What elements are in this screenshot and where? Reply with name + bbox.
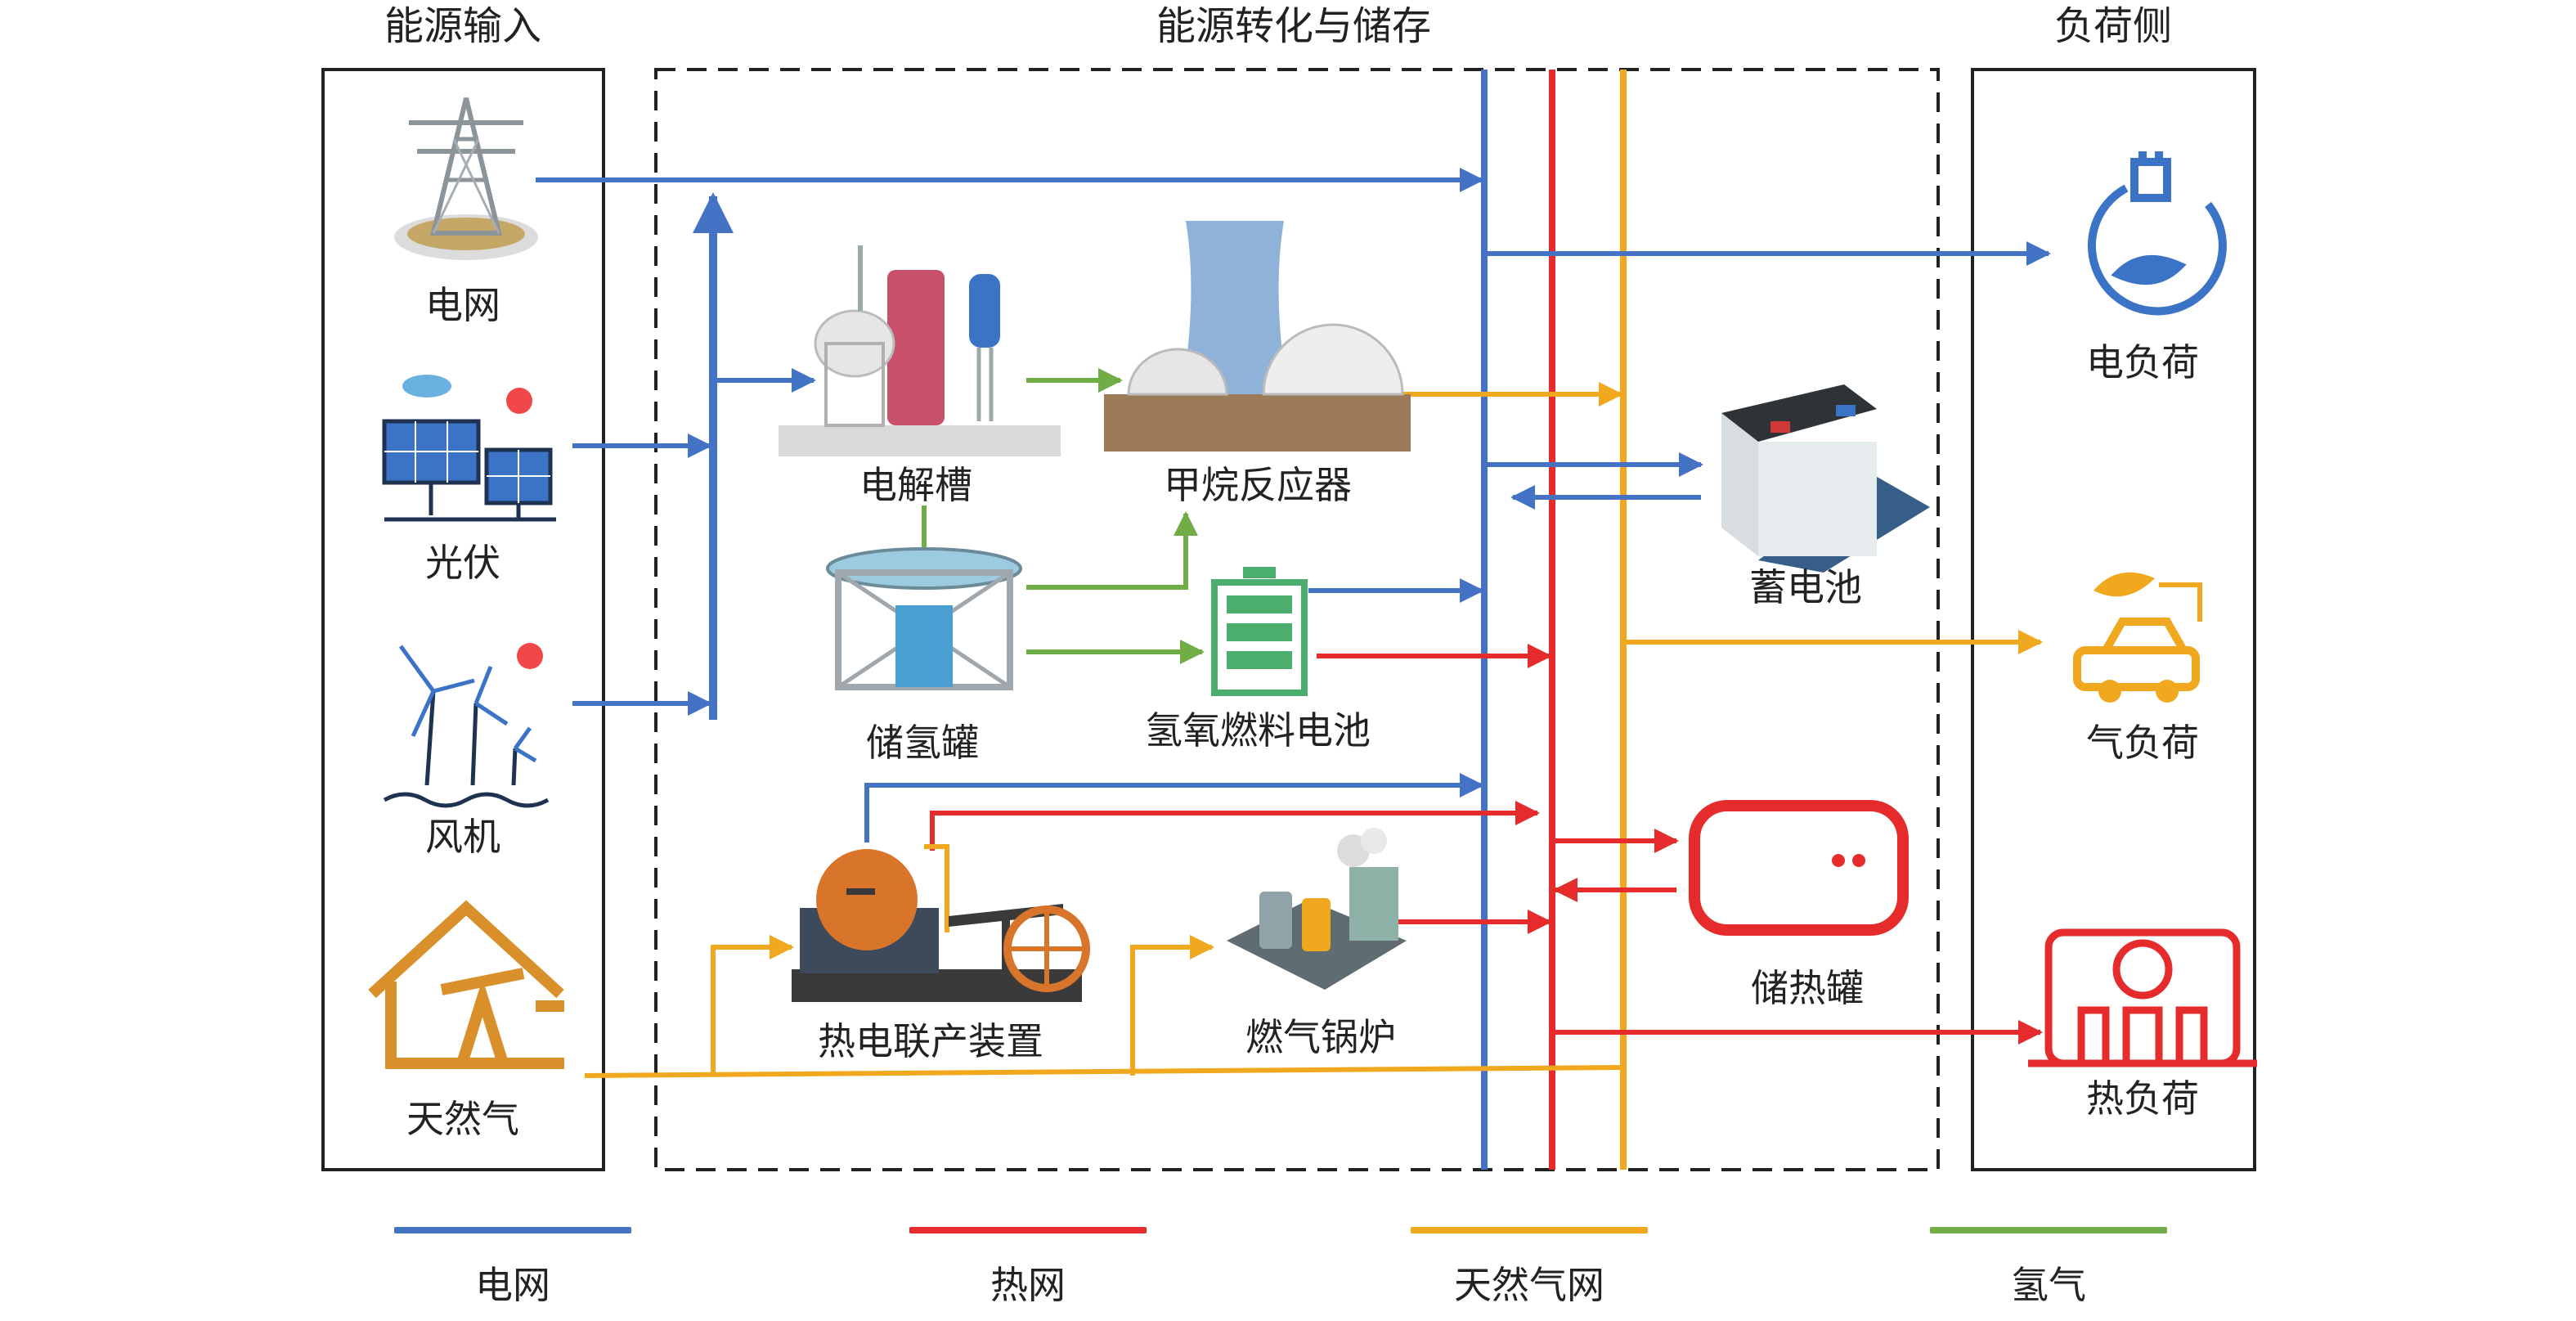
gas-load-label: 气负荷 xyxy=(2086,721,2199,765)
load-section-box xyxy=(1971,68,2256,1171)
methane-reactor-icon xyxy=(1104,221,1411,452)
electric-flows xyxy=(536,168,2051,842)
heat-storage-label: 储热罐 xyxy=(1751,966,1864,1010)
solar-panel-icon xyxy=(382,375,556,522)
legend-hydrogen-label: 氢气 xyxy=(2011,1263,2086,1307)
input-wind-label: 风机 xyxy=(425,815,500,859)
input-section-title: 能源输入 xyxy=(384,3,542,49)
legend-electric-line xyxy=(394,1227,631,1233)
gas-car-icon xyxy=(2073,572,2202,703)
input-section-box xyxy=(321,68,605,1171)
conversion-section-title: 能源转化与储存 xyxy=(1156,3,1432,49)
legend-hydrogen-line xyxy=(1930,1227,2167,1233)
gas-flows xyxy=(584,382,2043,1078)
input-grid-label: 电网 xyxy=(425,283,500,327)
hydrogen-flows xyxy=(912,368,1205,664)
power-tower-icon xyxy=(394,97,538,260)
wind-turbine-icon xyxy=(383,643,550,808)
electrolyzer-label: 电解槽 xyxy=(859,463,972,507)
heat-radiator-icon xyxy=(2028,928,2257,1067)
fuel-cell-battery-icon xyxy=(1211,567,1308,696)
conversion-section-box xyxy=(654,68,1940,1171)
battery-label: 蓄电池 xyxy=(1749,565,1862,609)
legend-heat-line xyxy=(909,1227,1147,1233)
load-section-title: 负荷侧 xyxy=(2053,3,2173,49)
hydrogen-tank-label: 储氢罐 xyxy=(866,721,979,765)
legend-gas-label: 天然气网 xyxy=(1454,1263,1604,1307)
heat-flows xyxy=(930,644,2043,1045)
heat-load-label: 热负荷 xyxy=(2086,1076,2199,1121)
chp-label: 热电联产装置 xyxy=(818,1019,1043,1063)
gas-boiler-icon xyxy=(1227,828,1407,990)
heat-storage-tank-icon xyxy=(1689,800,1909,936)
input-gas-label: 天然气 xyxy=(406,1097,519,1141)
electrolyzer-icon xyxy=(779,245,1061,456)
methane-reactor-label: 甲烷反应器 xyxy=(1164,463,1352,507)
oil-pump-house-icon xyxy=(368,900,564,1069)
battery-storage-icon xyxy=(1721,384,1930,573)
input-pv-label: 光伏 xyxy=(425,541,500,585)
gas-boiler-label: 燃气锅炉 xyxy=(1245,1015,1396,1059)
fuel-cell-label: 氢氧燃料电池 xyxy=(1145,708,1371,753)
electric-load-label: 电负荷 xyxy=(2086,340,2199,384)
legend-gas-line xyxy=(1411,1227,1648,1233)
legend-heat-label: 热网 xyxy=(990,1263,1066,1307)
legend-electric-label: 电网 xyxy=(475,1263,550,1307)
electric-plug-icon xyxy=(2087,151,2227,316)
chp-unit-icon xyxy=(792,849,1090,1002)
hydrogen-tank-icon xyxy=(826,547,1022,690)
